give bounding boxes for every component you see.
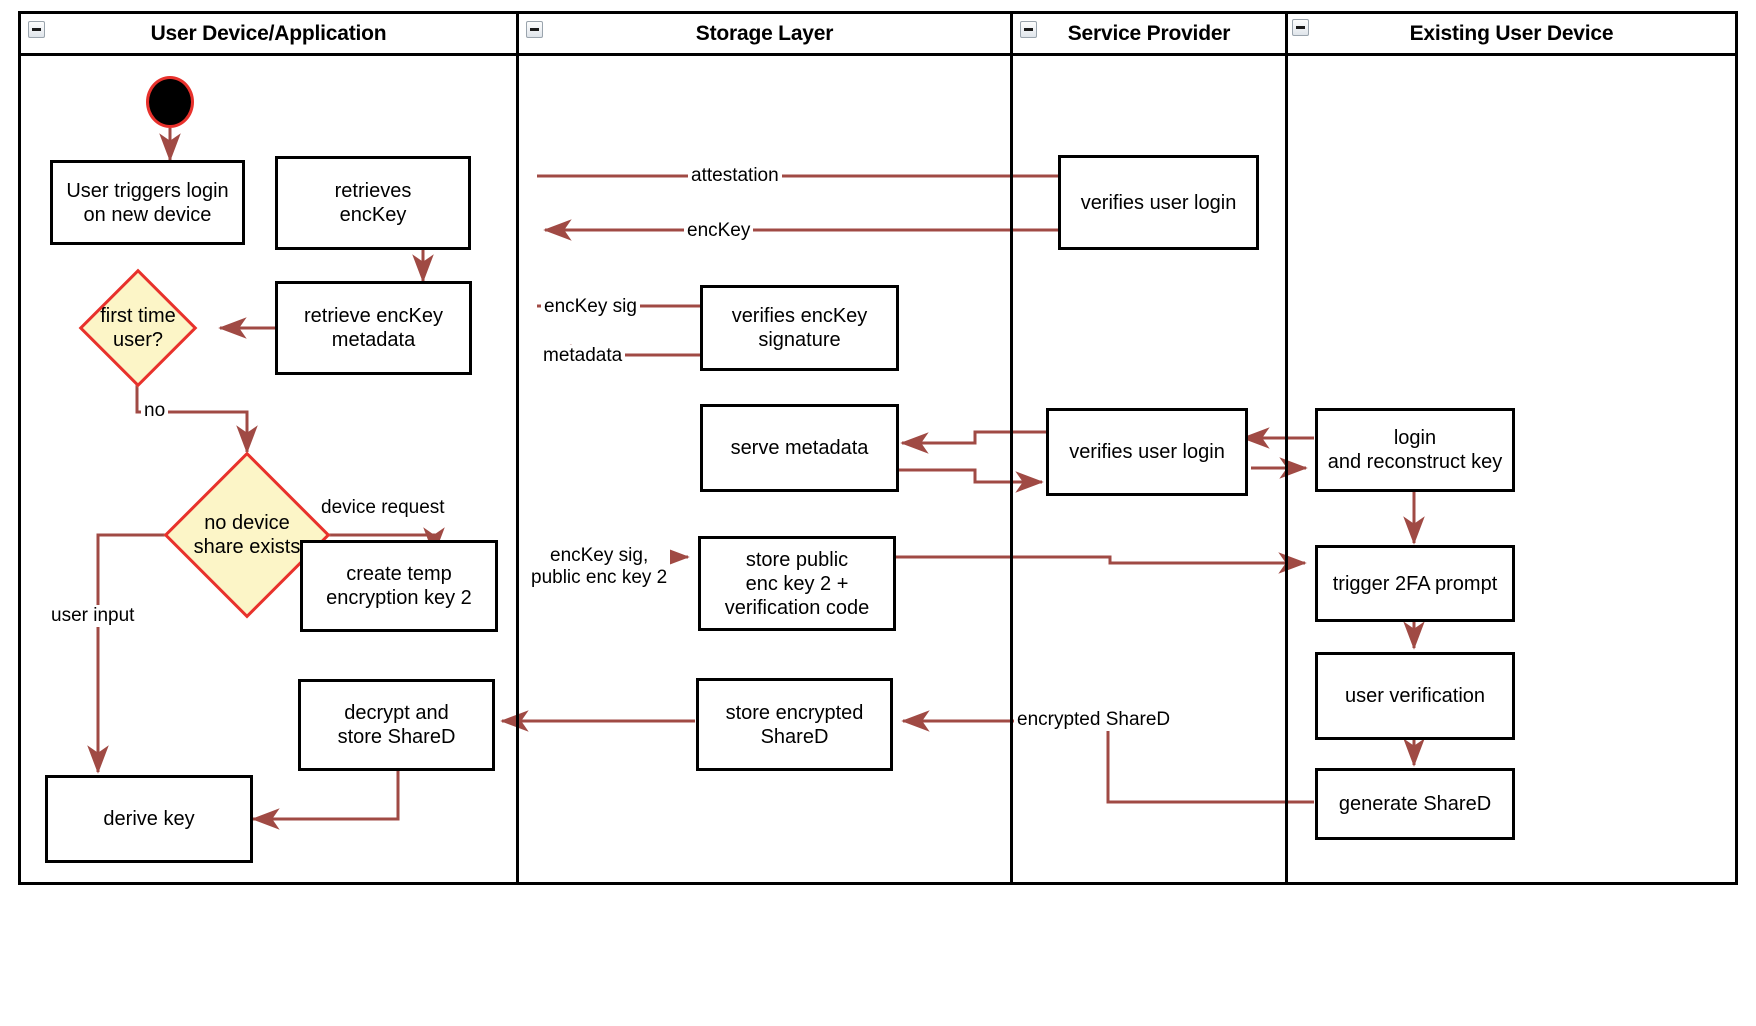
lane-header-user-device[interactable]: User Device/Application [21,14,519,56]
lane-body-service-provider [1013,56,1288,882]
node-serve-metadata[interactable]: serve metadata [700,404,899,492]
decision-label: no device share exists [193,512,301,558]
node-derive-key[interactable]: derive key [45,775,253,863]
lane-title: Storage Layer [695,21,834,45]
swimlane-frame [18,11,1738,885]
lane-header-service-provider[interactable]: Service Provider [1013,14,1288,56]
edge-user-input [87,533,187,774]
node-decrypt-and-store-shared[interactable]: decrypt and store ShareD [298,679,495,771]
edge-label-user-input: user input [48,605,138,627]
node-user-triggers-login[interactable]: User triggers login on new device [50,160,245,245]
edge-no-branch [135,375,258,454]
node-no-device-share-exists[interactable]: no device share exists [137,451,357,619]
edge-label-enckey-sig-public-enc-key-2: encKey sig, public enc key 2 [528,545,671,589]
edge-label-no: no [141,400,169,422]
edge-label-enckey: encKey [684,220,754,242]
edge-store-key-to-2fa [896,552,1307,574]
node-login-and-reconstruct-key[interactable]: login and reconstruct key [1315,408,1515,492]
minus-icon[interactable] [1020,21,1037,38]
node-user-verification[interactable]: user verification [1315,652,1515,740]
node-trigger-2fa-prompt[interactable]: trigger 2FA prompt [1315,545,1515,622]
node-create-temp-encryption-key-2[interactable]: create temp encryption key 2 [300,540,498,632]
lane-body-storage-layer [519,56,1013,882]
node-store-public-enc-key-2[interactable]: store public enc key 2 + verification co… [698,536,896,631]
minus-icon[interactable] [28,21,45,38]
node-verifies-enckey-signature[interactable]: verifies encKey signature [700,285,899,371]
node-verifies-user-login-mid[interactable]: verifies user login [1046,408,1248,496]
lane-header-existing-user-device[interactable]: Existing User Device [1288,14,1735,56]
edge-serve-metadata-to-verifies [899,468,1044,493]
node-store-encrypted-shared[interactable]: store encrypted ShareD [696,678,893,771]
start-node[interactable] [146,76,194,128]
edge-label-device-request: device request [318,497,448,519]
lane-header-storage-layer[interactable]: Storage Layer [519,14,1013,56]
edge-label-attestation: attestation [688,165,782,187]
edge-label-metadata: metadata [540,345,626,367]
edge-label-enckey-sig: encKey sig [541,296,640,318]
node-retrieve-enckey-metadata[interactable]: retrieve encKey metadata [275,281,472,375]
edge-decrypt-to-derive-key [251,771,400,830]
node-verifies-user-login-top[interactable]: verifies user login [1058,155,1259,250]
minus-icon[interactable] [526,21,543,38]
lane-body-user-device [21,56,519,882]
node-generate-shared[interactable]: generate ShareD [1315,768,1515,840]
node-retrieves-enckey[interactable]: retrieves encKey [275,156,471,250]
decision-label: first time user? [100,305,176,351]
minus-icon[interactable] [1292,19,1309,36]
lane-title: Service Provider [1067,21,1231,45]
edge-encrypted-shared [901,710,1314,804]
node-first-time-user[interactable]: first time user? [62,268,214,388]
lane-title: Existing User Device [1409,21,1614,45]
lane-title: User Device/Application [150,21,387,45]
edge-label-encrypted-shared: encrypted ShareD [1014,709,1174,731]
